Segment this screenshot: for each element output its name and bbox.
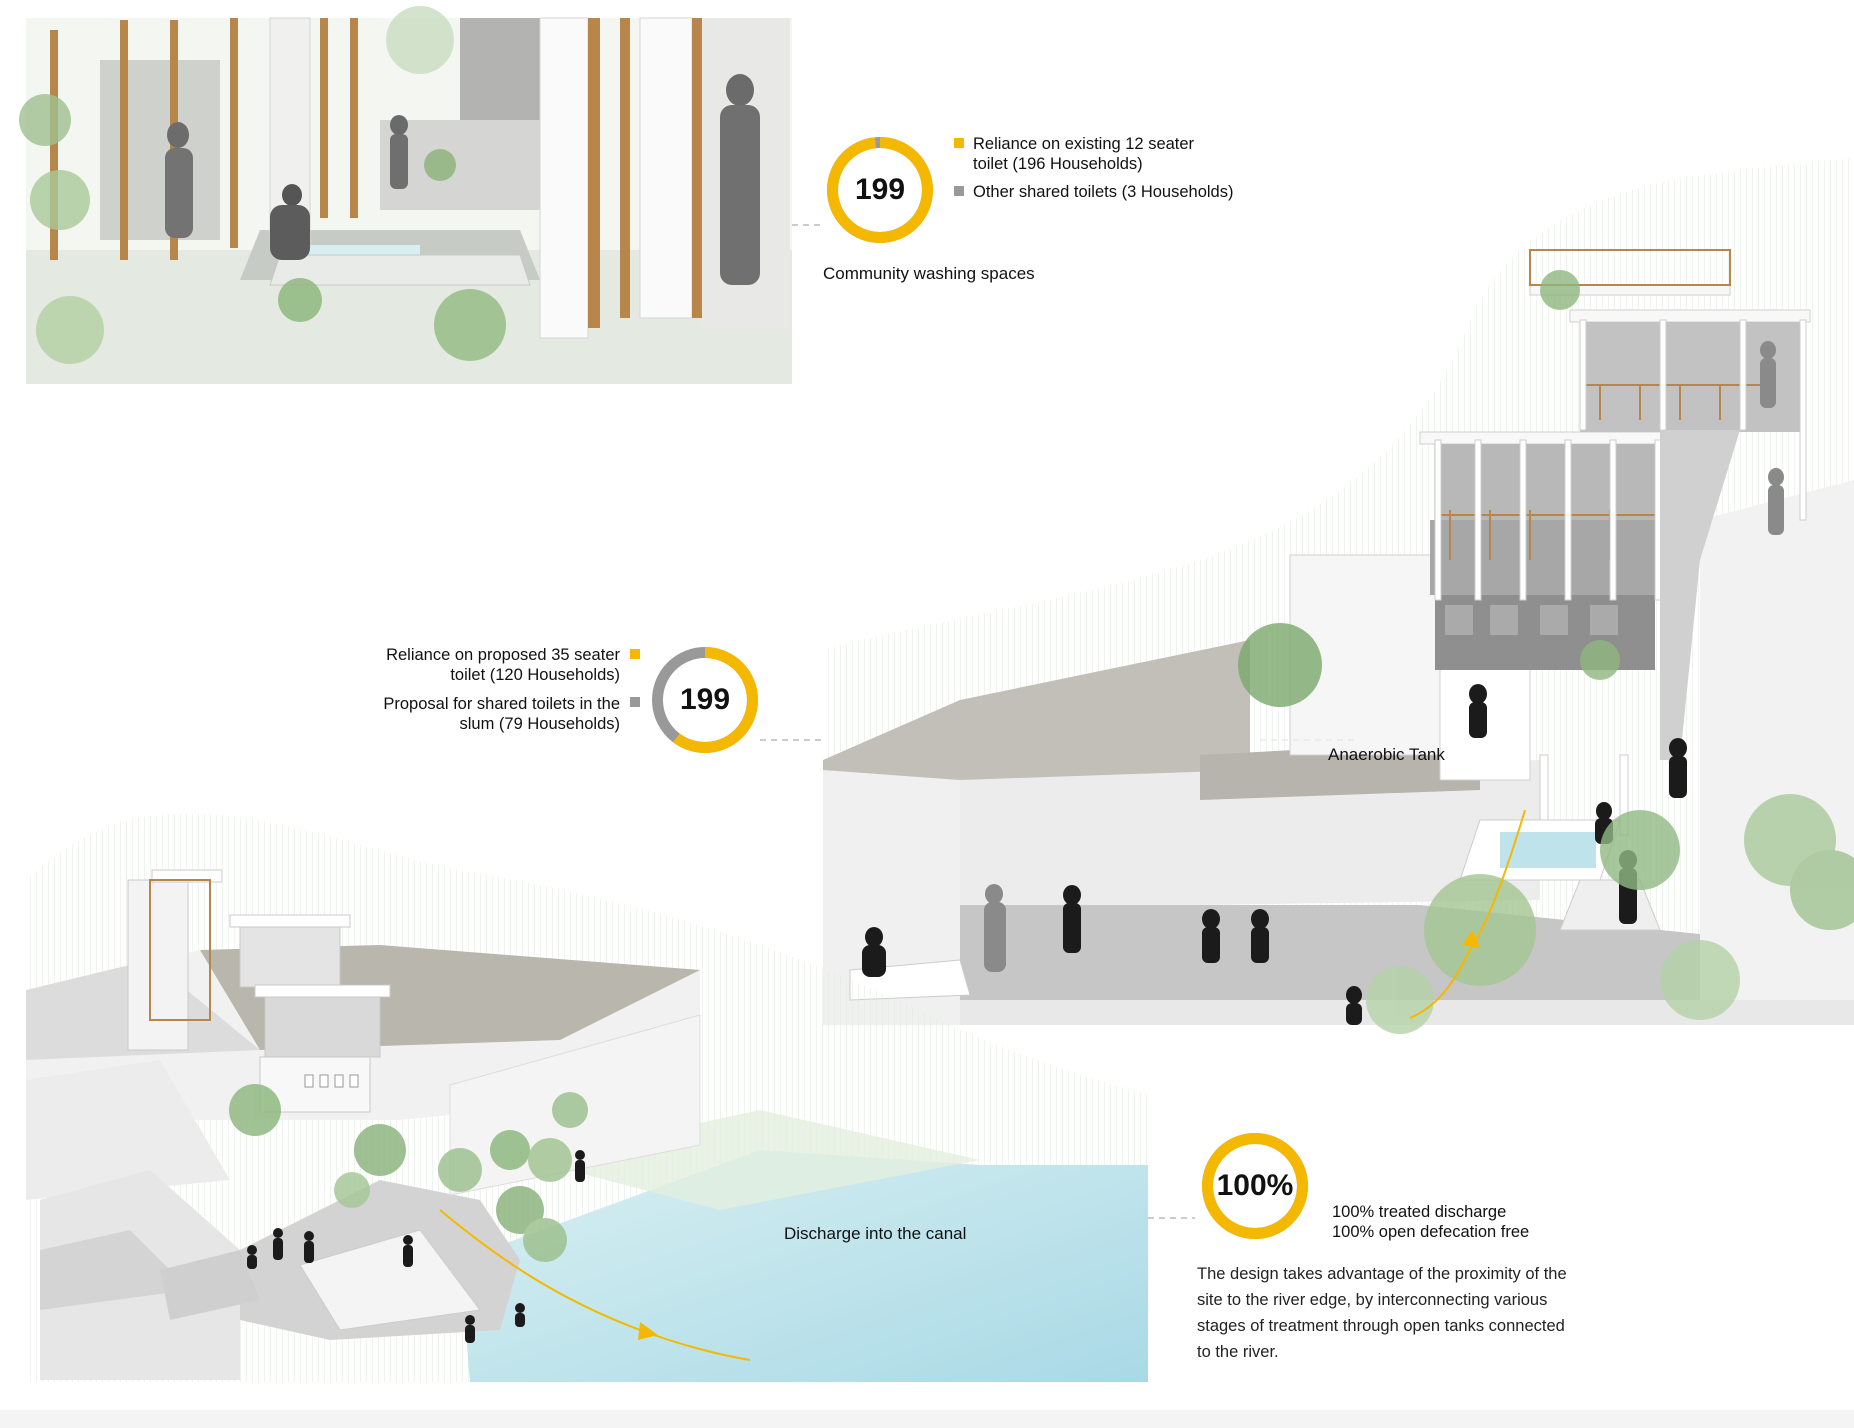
legend-1-item-1-line-2: toilet (196 Households) bbox=[973, 155, 1143, 173]
donut-1-primary-arc bbox=[827, 137, 933, 243]
donut-2-value: 199 bbox=[679, 683, 731, 716]
legend-1-swatch-secondary bbox=[954, 186, 964, 196]
donut-2-primary-arc bbox=[673, 647, 758, 753]
donut-charts bbox=[652, 137, 1308, 1239]
caption-discharge-into-canal: Discharge into the canal bbox=[784, 1224, 967, 1243]
description-line-1: The design takes advantage of the proxim… bbox=[1197, 1265, 1567, 1283]
legend-1-item-1-line-1: Reliance on existing 12 seater bbox=[973, 135, 1195, 153]
donut-chart-2 bbox=[652, 647, 758, 753]
legend-1-item-2-line-1: Other shared toilets (3 Households) bbox=[973, 183, 1234, 201]
donut-chart-3 bbox=[1202, 1133, 1308, 1239]
donut-chart-1 bbox=[827, 137, 933, 243]
donut-1-value: 199 bbox=[854, 173, 906, 206]
stat-open-defecation-free: 100% open defecation free bbox=[1332, 1223, 1530, 1241]
toilet-tower-rendering bbox=[823, 158, 1854, 1034]
legend-2-item-1-line-1: Reliance on proposed 35 seater bbox=[386, 646, 620, 664]
legend-2-swatch-primary bbox=[630, 649, 640, 659]
canal-discharge-rendering bbox=[26, 813, 1148, 1382]
caption-community-washing-spaces: Community washing spaces bbox=[823, 264, 1035, 283]
caption-anaerobic-tank: Anaerobic Tank bbox=[1328, 745, 1445, 764]
legend-2-item-2-line-1: Proposal for shared toilets in the bbox=[383, 695, 620, 713]
legend-1-swatch-primary bbox=[954, 138, 964, 148]
donut-3-primary-arc bbox=[1202, 1133, 1308, 1239]
description-line-2: site to the river edge, by interconnecti… bbox=[1197, 1291, 1548, 1309]
stat-treated-discharge: 100% treated discharge bbox=[1332, 1203, 1507, 1221]
legend-2-swatch-secondary bbox=[630, 697, 640, 707]
description-line-3: stages of treatment through open tanks c… bbox=[1197, 1317, 1565, 1335]
donut-3-value: 100% bbox=[1216, 1169, 1294, 1202]
legend-2-item-2-line-2: slum (79 Households) bbox=[459, 715, 621, 733]
leader-lines bbox=[760, 224, 1355, 1219]
washing-space-rendering bbox=[19, 6, 792, 384]
legend-2-item-1-line-2: toilet (120 Households) bbox=[450, 666, 620, 684]
description-line-4: to the river. bbox=[1197, 1343, 1279, 1361]
